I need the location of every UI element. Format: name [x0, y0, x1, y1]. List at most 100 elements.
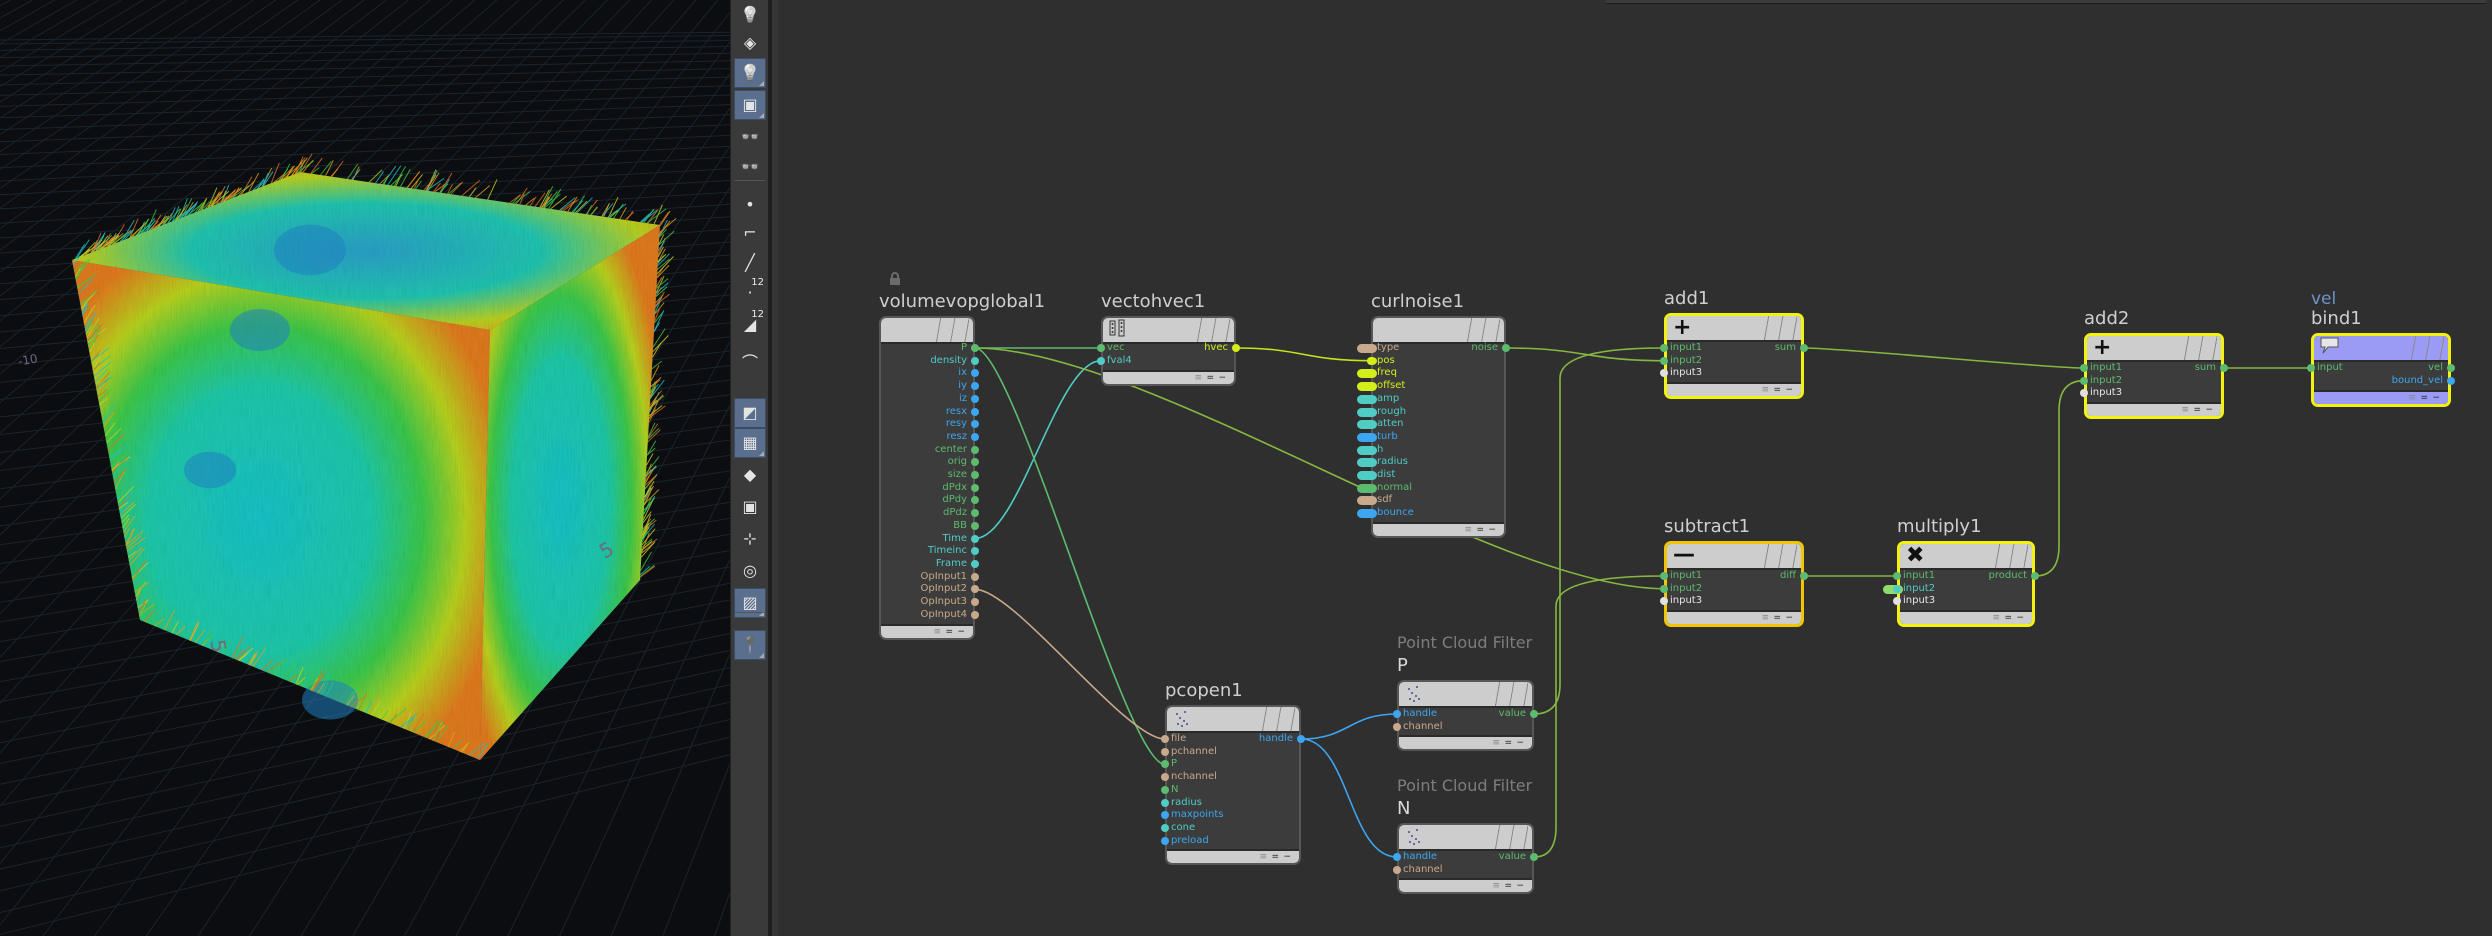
pane-splitter[interactable]: [768, 0, 772, 936]
output-port-dot[interactable]: [971, 445, 979, 454]
output-port-dot[interactable]: [971, 394, 979, 403]
input-port-input1[interactable]: input1: [1670, 570, 1703, 581]
hdr-light-button[interactable]: ◈: [734, 28, 766, 58]
info-menu-icon[interactable]: ≡: [1259, 852, 1267, 862]
input-port-dot[interactable]: [1161, 823, 1169, 832]
input-port-offset[interactable]: offset: [1377, 380, 1406, 392]
collapse-icon[interactable]: −: [1785, 613, 1793, 623]
node-flag-stripes[interactable]: [1757, 544, 1797, 568]
collapse-icon[interactable]: −: [1516, 881, 1524, 891]
collapse-icon[interactable]: −: [2432, 393, 2440, 403]
output-port-dot[interactable]: [1800, 572, 1808, 580]
output-port-iy[interactable]: iy: [958, 380, 967, 392]
shaded-face-button[interactable]: ◩: [734, 398, 766, 428]
output-port-Time[interactable]: Time: [942, 532, 967, 544]
input-port-input[interactable]: input: [2317, 362, 2343, 373]
input-port-h[interactable]: h: [1377, 443, 1384, 455]
node-header[interactable]: [1167, 707, 1299, 733]
node-header[interactable]: [1399, 682, 1532, 708]
output-port-Timeinc[interactable]: Timeinc: [927, 545, 967, 557]
collapse-icon[interactable]: −: [1785, 385, 1793, 395]
output-port-size[interactable]: size: [947, 469, 967, 480]
collapse-icon[interactable]: −: [2205, 405, 2213, 415]
output-port-dot[interactable]: [971, 356, 979, 365]
output-port-dot[interactable]: [971, 572, 979, 581]
input-pill-offset[interactable]: [1357, 382, 1377, 392]
input-port-input3[interactable]: input3: [1670, 367, 1703, 379]
input-port-cone[interactable]: cone: [1171, 821, 1196, 833]
input-port-input3[interactable]: input3: [2090, 387, 2123, 399]
input-pill-normal[interactable]: [1357, 483, 1377, 493]
node-body[interactable]: +≡=−: [2084, 333, 2224, 419]
node-header[interactable]: +: [2087, 336, 2221, 362]
output-port-center[interactable]: center: [934, 443, 967, 455]
input-port-dot[interactable]: [1660, 584, 1668, 593]
output-port-dot[interactable]: [971, 382, 979, 391]
input-port-turb[interactable]: turb: [1377, 430, 1398, 442]
input-port-input1[interactable]: input1: [1670, 342, 1703, 353]
info-menu-icon[interactable]: ≡: [1761, 385, 1769, 395]
input-pill-h[interactable]: [1357, 445, 1377, 455]
input-port-vec[interactable]: vec: [1107, 342, 1125, 353]
node-body[interactable]: ≡=−: [879, 316, 975, 640]
environment-light-button[interactable]: ▣: [734, 90, 766, 120]
output-port-dot[interactable]: [971, 432, 979, 441]
node-header[interactable]: [2314, 336, 2448, 362]
collapse-icon[interactable]: −: [957, 627, 965, 637]
input-port-freq[interactable]: freq: [1377, 367, 1397, 379]
output-port-dPdx[interactable]: dPdx: [942, 481, 967, 493]
node-title[interactable]: add2: [2084, 308, 2130, 329]
output-port-dot[interactable]: [971, 521, 979, 530]
input-port-input2[interactable]: input2: [1670, 354, 1703, 366]
info-menu-icon[interactable]: ≡: [1761, 613, 1769, 623]
collapse-icon[interactable]: −: [1218, 373, 1226, 383]
input-port-atten[interactable]: atten: [1377, 418, 1404, 430]
output-port-resy[interactable]: resy: [945, 418, 967, 430]
input-port-handle[interactable]: handle: [1403, 851, 1438, 862]
input-port-input1[interactable]: input1: [1903, 570, 1936, 581]
ghost-button[interactable]: ◎: [734, 556, 766, 586]
output-port-handle[interactable]: handle: [1258, 733, 1293, 744]
input-port-channel[interactable]: channel: [1403, 720, 1443, 732]
input-port-nchannel[interactable]: nchannel: [1171, 771, 1217, 783]
info-menu-icon[interactable]: ≡: [1492, 738, 1500, 748]
input-port-input1[interactable]: input1: [2090, 362, 2123, 373]
options-icon[interactable]: =: [1773, 385, 1781, 395]
info-menu-icon[interactable]: ≡: [1194, 373, 1202, 383]
input-port-dot[interactable]: [1660, 344, 1668, 352]
collapse-icon[interactable]: −: [1488, 525, 1496, 535]
point-light-button[interactable]: 💡: [734, 58, 766, 88]
output-port-iz[interactable]: iz: [958, 392, 967, 404]
network-editor[interactable]: [778, 0, 2492, 936]
output-port-OpInput3[interactable]: OpInput3: [920, 596, 967, 607]
point-normal-button[interactable]: ⌐: [734, 218, 766, 248]
output-port-resx[interactable]: resx: [945, 405, 967, 417]
input-port-dot[interactable]: [1893, 597, 1901, 606]
node-title[interactable]: volumevopglobal1: [879, 291, 1046, 312]
input-port-dot[interactable]: [1097, 356, 1105, 365]
output-port-dot[interactable]: [971, 344, 979, 352]
output-port-noise[interactable]: noise: [1471, 342, 1498, 353]
node-body[interactable]: +≡=−: [1664, 313, 1804, 399]
input-port-dot[interactable]: [1161, 785, 1169, 794]
input-pill-sdf[interactable]: [1357, 496, 1377, 506]
node-flag-stripes[interactable]: [1255, 707, 1295, 731]
input-pill-rough[interactable]: [1357, 407, 1377, 417]
input-port-bounce[interactable]: bounce: [1377, 507, 1414, 519]
input-port-dot[interactable]: [1161, 773, 1169, 782]
node-flag-stripes[interactable]: [1488, 682, 1528, 706]
output-port-dot[interactable]: [971, 610, 979, 619]
node-flag-stripes[interactable]: [1488, 825, 1528, 849]
input-port-rough[interactable]: rough: [1377, 405, 1407, 417]
node-header[interactable]: ✖: [1900, 544, 2032, 570]
node-title[interactable]: N: [1397, 798, 1411, 819]
options-icon[interactable]: =: [945, 627, 953, 637]
node-title[interactable]: bind1: [2311, 308, 2362, 329]
vertex-normal-button[interactable]: ╱: [734, 248, 766, 278]
output-port-value[interactable]: value: [1498, 851, 1526, 862]
node-body[interactable]: ≡=−: [2311, 333, 2451, 407]
stereo-camera-button[interactable]: 👓: [734, 152, 766, 182]
node-header[interactable]: [1103, 318, 1234, 344]
input-port-input2[interactable]: input2: [2090, 374, 2123, 386]
output-port-dot[interactable]: [971, 559, 979, 568]
